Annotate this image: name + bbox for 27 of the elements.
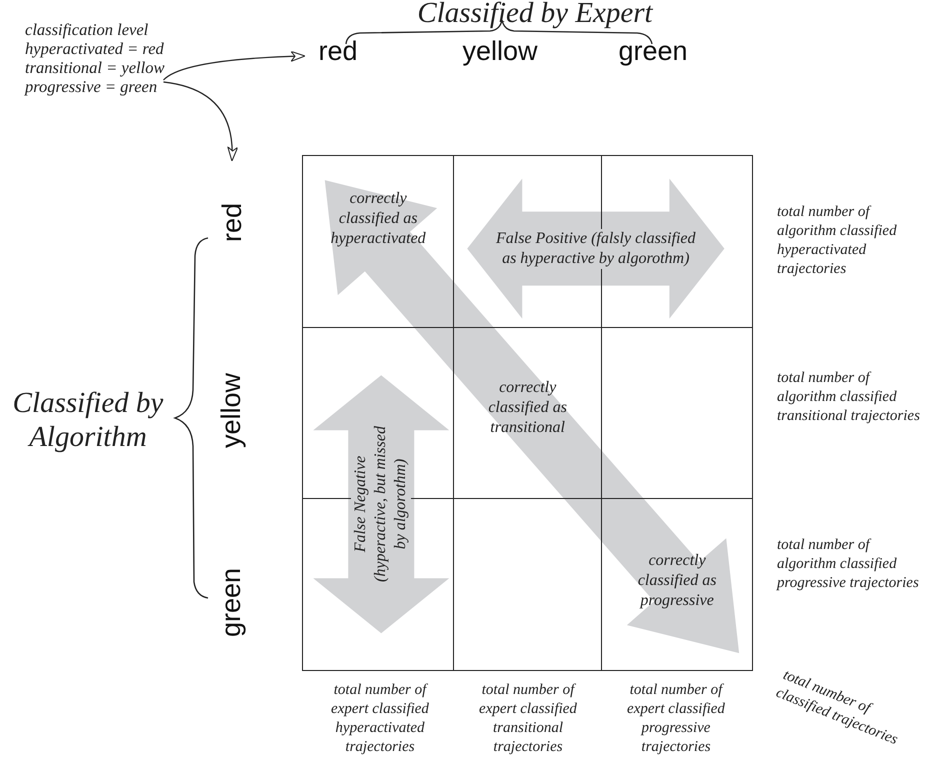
legend-line: hyperactivated = red [25, 39, 164, 58]
row-total-text: total number of algorithm classified hyperactivated trajectories [777, 203, 898, 279]
legend-line: classification level [25, 20, 150, 39]
legend-line: transitional = yellow [25, 58, 164, 77]
row-total-text: total number of algorithm classified transitional trajectories [777, 369, 921, 426]
cell-text: correctly classified as hyperactivated [330, 189, 427, 249]
block-arrow [324, 180, 740, 654]
row-total-text: total number of algorithm classified progressive trajectories [777, 536, 920, 593]
cell-text: correctly classified as transitional [487, 378, 568, 438]
column-total-text: total number of expert classified transitional trajectories [478, 681, 578, 757]
row-header: green [216, 567, 247, 637]
axis-title: Classified by Algorithm [12, 386, 164, 454]
arrow [163, 50, 306, 80]
column-header: green [617, 36, 689, 67]
arrow-label: False Positive (falsly classified as hyperactive by algorothm) [496, 228, 696, 269]
row-header: yellow [216, 372, 247, 448]
row-header: red [214, 160, 250, 242]
matrix-cell [601, 498, 754, 672]
column-total-text: total number of expert classified hyperactivated trajectories [330, 681, 430, 757]
column-header: red [306, 36, 370, 70]
column-header: yellow [461, 36, 539, 67]
cell-text: correctly classified as progressive [636, 551, 718, 611]
axis-title: Classified by Expert [416, 0, 654, 30]
column-total-text: total number of expert classified progressive trajectories [626, 681, 726, 757]
arrow [163, 81, 238, 162]
matrix-cell [302, 155, 454, 328]
legend-line: progressive = green [25, 77, 158, 96]
